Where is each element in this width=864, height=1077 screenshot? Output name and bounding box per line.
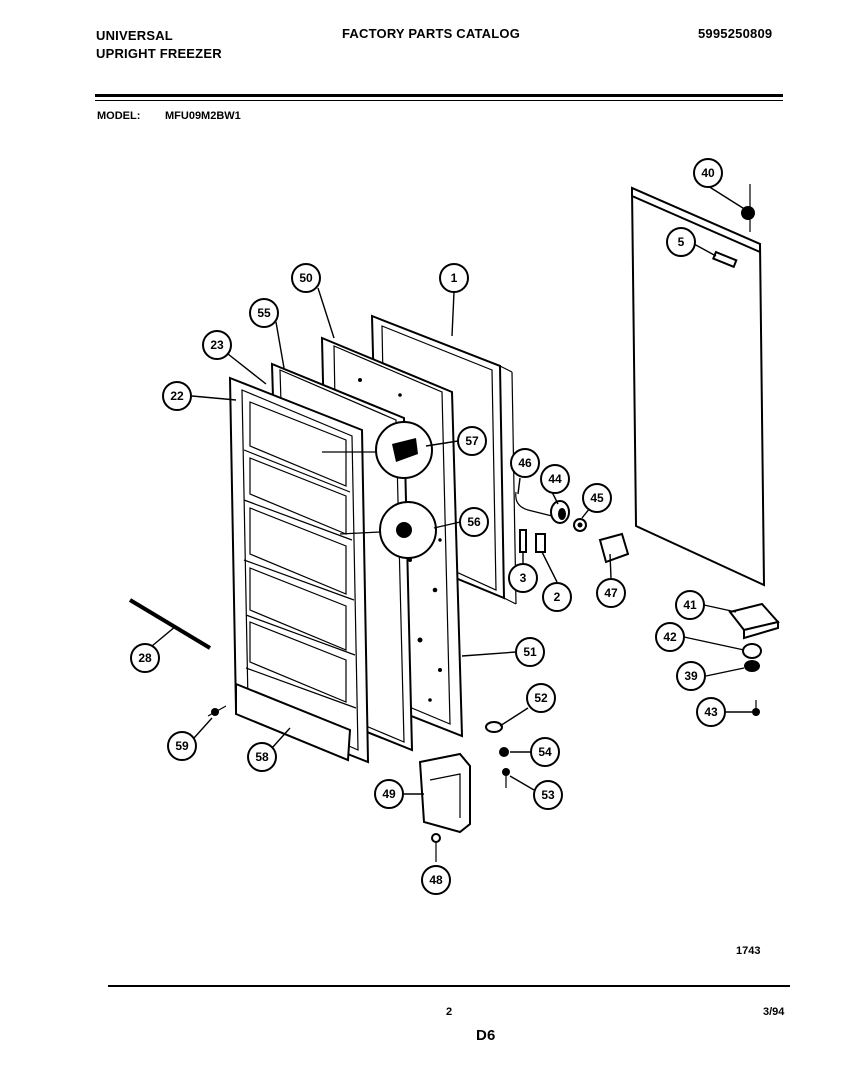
- inner-door-liner: [228, 376, 370, 764]
- catalog-title: FACTORY PARTS CATALOG: [342, 26, 521, 41]
- header-rule-thin: [95, 100, 783, 101]
- svg-text:23: 23: [210, 338, 224, 352]
- svg-text:56: 56: [467, 515, 481, 529]
- svg-text:5: 5: [678, 235, 685, 249]
- shelf-rod: [128, 598, 212, 650]
- callout-47: 47: [596, 578, 626, 608]
- latch-assembly: [515, 491, 630, 564]
- callout-22: 22: [162, 381, 192, 411]
- model-label: MODEL:: [97, 110, 141, 122]
- callout-55: 55: [249, 298, 279, 328]
- svg-text:41: 41: [683, 598, 697, 612]
- svg-text:44: 44: [548, 472, 562, 486]
- print-date: 3/94: [763, 1006, 785, 1018]
- callout-44: 44: [540, 464, 570, 494]
- callout-54: 54: [530, 737, 560, 767]
- section-code: D6: [476, 1027, 496, 1044]
- detail-zoom-lower: [339, 501, 437, 559]
- svg-text:43: 43: [704, 705, 718, 719]
- svg-text:49: 49: [382, 787, 396, 801]
- callout-57: 57: [457, 426, 487, 456]
- callout-53: 53: [533, 780, 563, 810]
- svg-text:54: 54: [538, 745, 552, 759]
- callout-46: 46: [510, 448, 540, 478]
- callout-51: 51: [515, 637, 545, 667]
- bottom-trim: [235, 682, 352, 762]
- svg-text:50: 50: [299, 271, 313, 285]
- callout-3: 3: [508, 563, 538, 593]
- svg-text:59: 59: [175, 739, 189, 753]
- svg-text:51: 51: [523, 645, 537, 659]
- callout-58: 58: [247, 742, 277, 772]
- callout-28: 28: [130, 643, 160, 673]
- callout-39: 39: [676, 661, 706, 691]
- svg-text:45: 45: [590, 491, 604, 505]
- page-number: 2: [446, 1006, 453, 1018]
- svg-text:46: 46: [518, 456, 532, 470]
- kick-plate: [418, 752, 471, 834]
- callout-45: 45: [582, 483, 612, 513]
- svg-text:28: 28: [138, 651, 152, 665]
- callout-41: 41: [675, 590, 705, 620]
- svg-text:52: 52: [534, 691, 548, 705]
- callout-2: 2: [542, 582, 572, 612]
- trim-screw: [207, 705, 227, 717]
- callout-49: 49: [374, 779, 404, 809]
- svg-text:22: 22: [170, 389, 184, 403]
- callout-59: 59: [167, 731, 197, 761]
- svg-text:48: 48: [429, 873, 443, 887]
- svg-text:1: 1: [451, 271, 458, 285]
- svg-text:39: 39: [684, 669, 698, 683]
- callout-40: 40: [693, 158, 723, 188]
- svg-text:55: 55: [257, 306, 271, 320]
- footer-rule: [108, 985, 790, 987]
- product-name: UPRIGHT FREEZER: [96, 46, 222, 61]
- leader-lines: [151, 185, 752, 795]
- model-value: MFU09M2BW1: [165, 110, 241, 122]
- kick-screw: [431, 833, 441, 862]
- callout-5: 5: [666, 227, 696, 257]
- callout-52: 52: [526, 683, 556, 713]
- svg-text:57: 57: [465, 434, 479, 448]
- svg-text:2: 2: [554, 590, 561, 604]
- drawing-number: 1743: [736, 945, 761, 957]
- bottom-hinge-assembly: [728, 602, 780, 716]
- brand-name: UNIVERSAL: [96, 28, 173, 43]
- callout-50: 50: [291, 263, 321, 293]
- svg-text:47: 47: [604, 586, 618, 600]
- svg-text:53: 53: [541, 788, 555, 802]
- callout-43: 43: [696, 697, 726, 727]
- callout-48: 48: [421, 865, 451, 895]
- svg-text:42: 42: [663, 630, 677, 644]
- svg-text:40: 40: [701, 166, 715, 180]
- header-rule-thick: [95, 94, 783, 97]
- outer-door-panel: [630, 186, 766, 587]
- callout-1: 1: [439, 263, 469, 293]
- callout-23: 23: [202, 330, 232, 360]
- catalog-number: 5995250809: [698, 26, 773, 41]
- callout-56: 56: [459, 507, 489, 537]
- callout-42: 42: [655, 622, 685, 652]
- detail-zoom-upper: [322, 421, 433, 479]
- lower-hardware: [485, 721, 510, 788]
- svg-text:3: 3: [520, 571, 527, 585]
- svg-text:58: 58: [255, 750, 269, 764]
